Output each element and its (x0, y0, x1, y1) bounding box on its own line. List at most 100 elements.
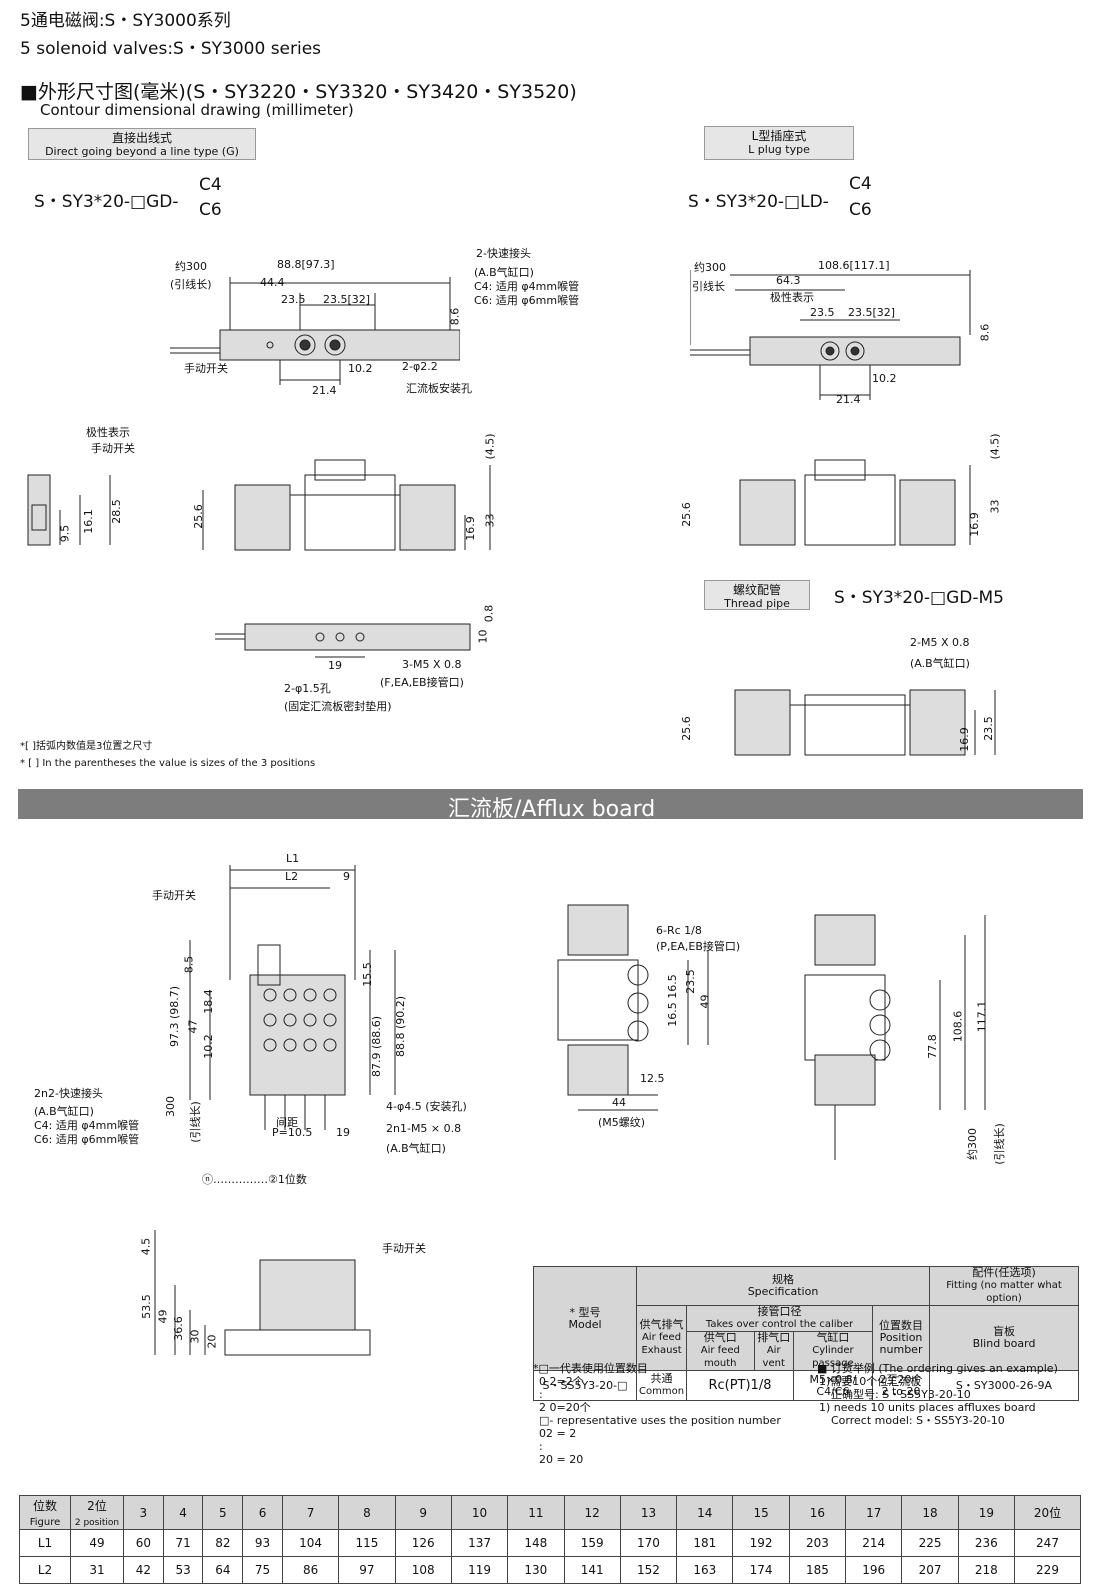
thread-label-en: Thread pipe (724, 597, 790, 610)
direct-side-view-drawing (27, 474, 111, 546)
fig-l2-value: 42 (123, 1556, 164, 1584)
fig-head-pos: 19 (957, 1495, 1016, 1530)
fig-l1-value: 49 (70, 1529, 124, 1557)
manifold-pitch: 间距 (276, 1116, 298, 1129)
manifold-L2: L2 (285, 870, 299, 883)
afflux-board-band: 汇流板/Afflux board (18, 789, 1083, 822)
bottom-m5: 3-M5 X 0.8 (402, 658, 462, 671)
fig-l2-label: L2 (19, 1556, 71, 1584)
fig-l1-value: 192 (732, 1529, 790, 1557)
fig-head-pos: 9 (394, 1495, 452, 1530)
fig-head-pos: 15 (732, 1495, 790, 1530)
connector-c6: C6: 适用 φ6mm喉管 (474, 294, 580, 307)
fig-head-pos: 14 (676, 1495, 734, 1530)
fig-head-pos: 7 (281, 1495, 340, 1530)
fig-head-pos: 13 (619, 1495, 678, 1530)
manifold-dim-973: 97.3 (98.7) (168, 985, 182, 1048)
manifold-dim-9: 9 (343, 870, 350, 883)
fig-l1-value: 159 (563, 1529, 621, 1557)
bottom-hole: 2-φ1.5孔 (284, 682, 331, 695)
fig-l2-value: 64 (202, 1556, 244, 1584)
fig-l1-value: 236 (957, 1529, 1016, 1557)
manifold-dim-47: 47 (186, 1019, 200, 1034)
fig-l2-value: 207 (901, 1556, 959, 1584)
lplug-dim-1086: 108.6[117.1] (818, 259, 890, 272)
fig-l1-value: 170 (619, 1529, 678, 1557)
fig-head-pos: 16 (788, 1495, 847, 1530)
front-dim-256: 25.6 (191, 504, 205, 529)
fig-l2-value: 196 (845, 1556, 903, 1584)
direct-type-label: 直接出线式 Direct going beyond a line type (G… (28, 128, 256, 160)
lplug-polarity: 极性表示 (770, 291, 814, 304)
manifold-end-view-drawing (804, 914, 986, 1160)
direct-dim-300: 约300 (175, 260, 207, 273)
right-dim-1086: 108.6 (951, 1010, 965, 1043)
lplug-dim-lead: 引线长 (692, 280, 725, 293)
middle-dim-235: 23.5 (683, 969, 697, 994)
lplug-model: S・SY3*20-□LD- (688, 192, 829, 212)
lplug-dim-33: 33 (988, 499, 1002, 514)
middle-dim-49: 49 (698, 994, 712, 1009)
fig-head-pos: 5 (202, 1495, 244, 1530)
thread-dim-169: 16.9 (957, 727, 971, 752)
fig-l1-value: 137 (450, 1529, 509, 1557)
fig-l2-value: 174 (732, 1556, 790, 1584)
title-en: 5 solenoid valves:S・SY3000 series (20, 39, 322, 59)
direct-dim-444: 44.4 (260, 276, 285, 289)
side-manual-switch: 手动开关 (91, 442, 135, 455)
spec-cyl: M5×0.8/C4/C6 (792, 1370, 874, 1401)
direct-manual-switch: 手动开关 (184, 362, 228, 375)
fig-l2-value: 75 (242, 1556, 283, 1584)
section-title-en: Contour dimensional drawing (millimeter) (40, 101, 354, 119)
lplug-front-view-drawing (739, 459, 971, 546)
fig-l2-value: 130 (507, 1556, 565, 1584)
fig-l2-value: 152 (619, 1556, 678, 1584)
lplug-dim-214: 21.4 (836, 393, 861, 406)
lplug-dim-169: 16.9 (967, 512, 981, 537)
manifold-lead: (引线长) (188, 1101, 202, 1143)
direct-label-en: Direct going beyond a line type (G) (45, 145, 239, 158)
spec-model: S・SS5Y3-20-□ (533, 1370, 637, 1401)
fig-l2-value: 185 (788, 1556, 847, 1584)
fig-head-pos: 12 (563, 1495, 621, 1530)
manifold-fitting-c6: C6: 适用 φ6mm喉管 (34, 1133, 140, 1146)
fig-head-pos: 3 (123, 1495, 164, 1530)
direct-label-cn: 直接出线式 (111, 131, 172, 145)
fig-l1-label: L1 (19, 1529, 71, 1557)
direct-bottom-view-drawing (215, 623, 471, 658)
direct-dim-86: 8.6 (448, 307, 462, 326)
manifold-fitting-ports: (A.B气缸口) (34, 1105, 94, 1118)
side-dim-161: 16.1 (81, 509, 95, 534)
section-title-cn: ■外形尺寸图(毫米)(S・SY3220・SY3320・SY3420・SY3520… (20, 81, 577, 103)
manifold-dim-184: 18.4 (201, 989, 215, 1014)
side-polarity: 极性表示 (86, 426, 130, 439)
manifold-dim-85: 8.5 (182, 955, 196, 974)
direct-model-c6: C6 (199, 200, 222, 220)
fig-head-pos: 11 (507, 1495, 565, 1530)
lplug-label-en: L plug type (748, 143, 810, 156)
fig-l1-value: 82 (202, 1529, 244, 1557)
fig-l1-value: 71 (162, 1529, 204, 1557)
connector-ports: (A.B气缸口) (474, 266, 534, 279)
spec-port: Rc(PT)1/8 (686, 1370, 794, 1401)
direct-model: S・SY3*20-□GD- (34, 192, 179, 212)
direct-dim-102: 10.2 (348, 362, 373, 375)
front-dim-169: 16.9 (463, 516, 477, 541)
thread-type-label: 螺纹配管 Thread pipe (704, 580, 810, 610)
bottom-dim-10: 10 (476, 629, 490, 644)
fig-head-pos: 4 (162, 1495, 204, 1530)
direct-dim-lead: (引线长) (170, 278, 212, 291)
fig-l1-value: 148 (507, 1529, 565, 1557)
lower-dim-535: 53.5 (139, 1294, 153, 1319)
fig-l2-value: 163 (676, 1556, 734, 1584)
lower-dim-45: 4.5 (139, 1237, 153, 1256)
right-dim-300: 约300 (966, 1128, 979, 1160)
